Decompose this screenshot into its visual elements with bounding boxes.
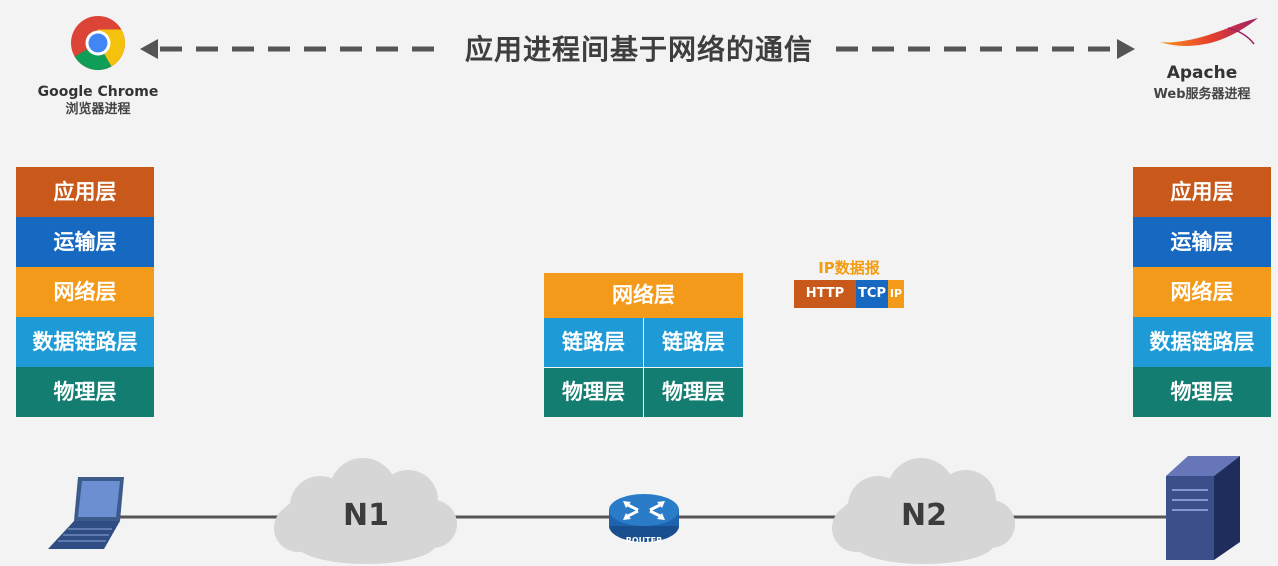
- right-endpoint-role: Web服务器进程: [1153, 87, 1251, 102]
- router-layer-physical-right: 物理层: [644, 368, 743, 417]
- network-n2-label: N2: [901, 498, 947, 533]
- left-endpoint-caption: Google Chrome 浏览器进程: [30, 83, 166, 119]
- left-endpoint-role: 浏览器进程: [65, 102, 131, 117]
- cloud-icon: [832, 458, 1015, 564]
- layer-network: 网络层: [1133, 267, 1271, 317]
- chrome-logo-icon: [71, 16, 126, 71]
- laptop-icon: [48, 477, 124, 549]
- router-layer-link-left: 链路层: [544, 318, 643, 367]
- router-label: ROUTER: [625, 536, 663, 545]
- page-title: 应用进程间基于网络的通信: [464, 33, 813, 66]
- cloud-icon: [274, 458, 457, 564]
- left-endpoint-name: Google Chrome: [37, 84, 159, 100]
- layer-network: 网络层: [16, 267, 154, 317]
- http-segment: HTTP: [794, 280, 856, 308]
- layer-application: 应用层: [1133, 167, 1271, 217]
- layer-physical: 物理层: [16, 367, 154, 417]
- right-protocol-stack: 应用层 运输层 网络层 数据链路层 物理层: [1133, 167, 1271, 417]
- router-layer-physical-left: 物理层: [544, 368, 643, 417]
- layer-datalink: 数据链路层: [1133, 317, 1271, 367]
- right-endpoint-name: Apache: [1166, 63, 1238, 83]
- communication-arrow: [140, 39, 1135, 59]
- ip-datagram-title: IP数据报: [818, 259, 880, 277]
- router-layer-link-right: 链路层: [644, 318, 743, 367]
- layer-transport: 运输层: [16, 217, 154, 267]
- router-layer-network: 网络层: [544, 273, 743, 318]
- apache-feather-icon: [1160, 18, 1258, 46]
- ip-segment: IP: [888, 280, 904, 308]
- layer-physical: 物理层: [1133, 367, 1271, 417]
- ip-datagram: IP数据报 HTTP TCP IP: [794, 257, 904, 308]
- network-n1-label: N1: [343, 498, 389, 533]
- server-icon: [1166, 456, 1240, 560]
- left-protocol-stack: 应用层 运输层 网络层 数据链路层 物理层: [16, 167, 154, 417]
- tcp-segment: TCP: [856, 280, 888, 308]
- router-icon: [609, 494, 679, 542]
- router-protocol-stack: 网络层 链路层 链路层 物理层 物理层: [544, 273, 743, 417]
- layer-datalink: 数据链路层: [16, 317, 154, 367]
- right-endpoint-caption: Apache Web服务器进程: [1134, 62, 1270, 104]
- layer-transport: 运输层: [1133, 217, 1271, 267]
- layer-application: 应用层: [16, 167, 154, 217]
